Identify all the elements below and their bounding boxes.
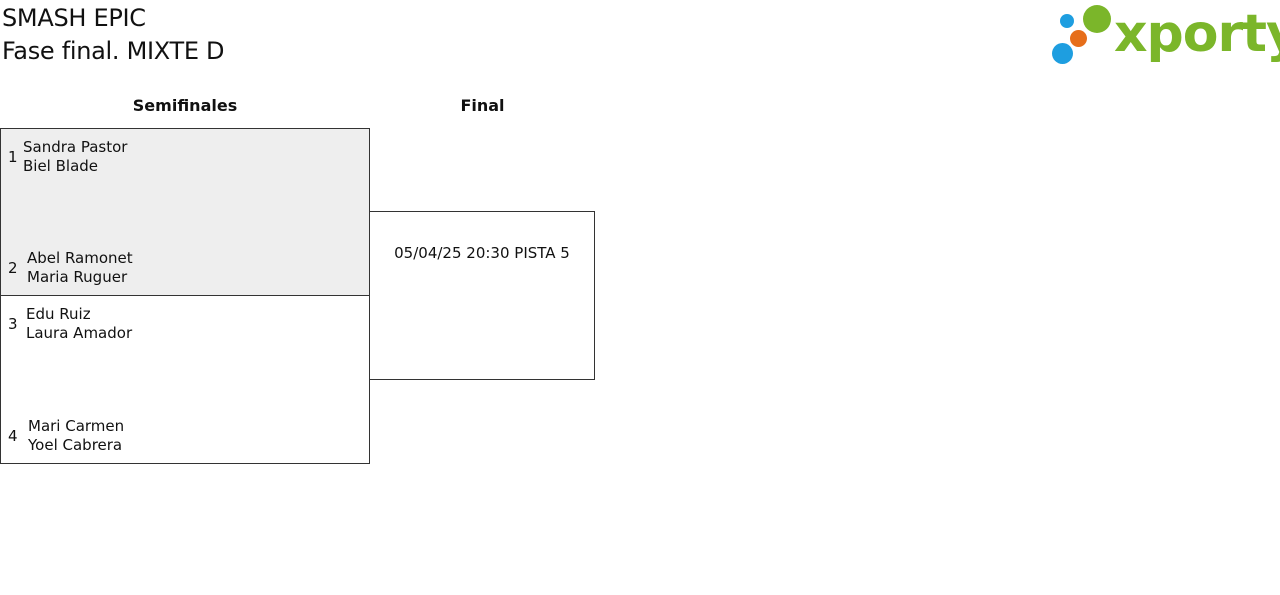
player-name: Abel Ramonet: [27, 249, 133, 267]
player-name: Biel Blade: [23, 157, 99, 175]
player-name: Yoel Cabrera: [28, 436, 123, 454]
seed-number: 2: [8, 259, 18, 277]
team-players: Sandra Pastor Biel Blade: [23, 138, 127, 176]
seed-number: 4: [8, 427, 18, 445]
team-players: Abel Ramonet Maria Ruguer: [27, 249, 133, 287]
player-name: Maria Ruguer: [27, 268, 128, 286]
final-schedule: 05/04/25 20:30 PISTA 5: [394, 244, 570, 262]
logo-wordmark: xporty: [1114, 4, 1280, 64]
blue-dot-icon: [1060, 14, 1074, 28]
orange-dot-icon: [1070, 30, 1087, 47]
phase-title: Fase final. MIXTE D: [2, 37, 225, 65]
semifinal-match-2: 3 Edu Ruiz Laura Amador 4 Mari Carmen Yo…: [0, 295, 370, 464]
green-dot-icon: [1083, 5, 1111, 33]
round-label-final: Final: [460, 96, 505, 115]
semifinal-match-1: 1 Sandra Pastor Biel Blade 2 Abel Ramone…: [0, 128, 370, 296]
team-players: Edu Ruiz Laura Amador: [26, 305, 132, 343]
team-players: Mari Carmen Yoel Cabrera: [28, 417, 124, 455]
xporty-logo: xporty: [1050, 2, 1280, 68]
event-title: SMASH EPIC: [2, 4, 146, 32]
player-name: Mari Carmen: [28, 417, 125, 435]
seed-number: 1: [8, 148, 18, 166]
player-name: Edu Ruiz: [26, 305, 91, 323]
blue-big-dot-icon: [1052, 43, 1073, 64]
player-name: Laura Amador: [26, 324, 133, 342]
seed-number: 3: [8, 315, 18, 333]
player-name: Sandra Pastor: [23, 138, 128, 156]
round-label-semifinals: Semifinales: [132, 96, 238, 115]
final-match: 05/04/25 20:30 PISTA 5: [369, 211, 595, 380]
